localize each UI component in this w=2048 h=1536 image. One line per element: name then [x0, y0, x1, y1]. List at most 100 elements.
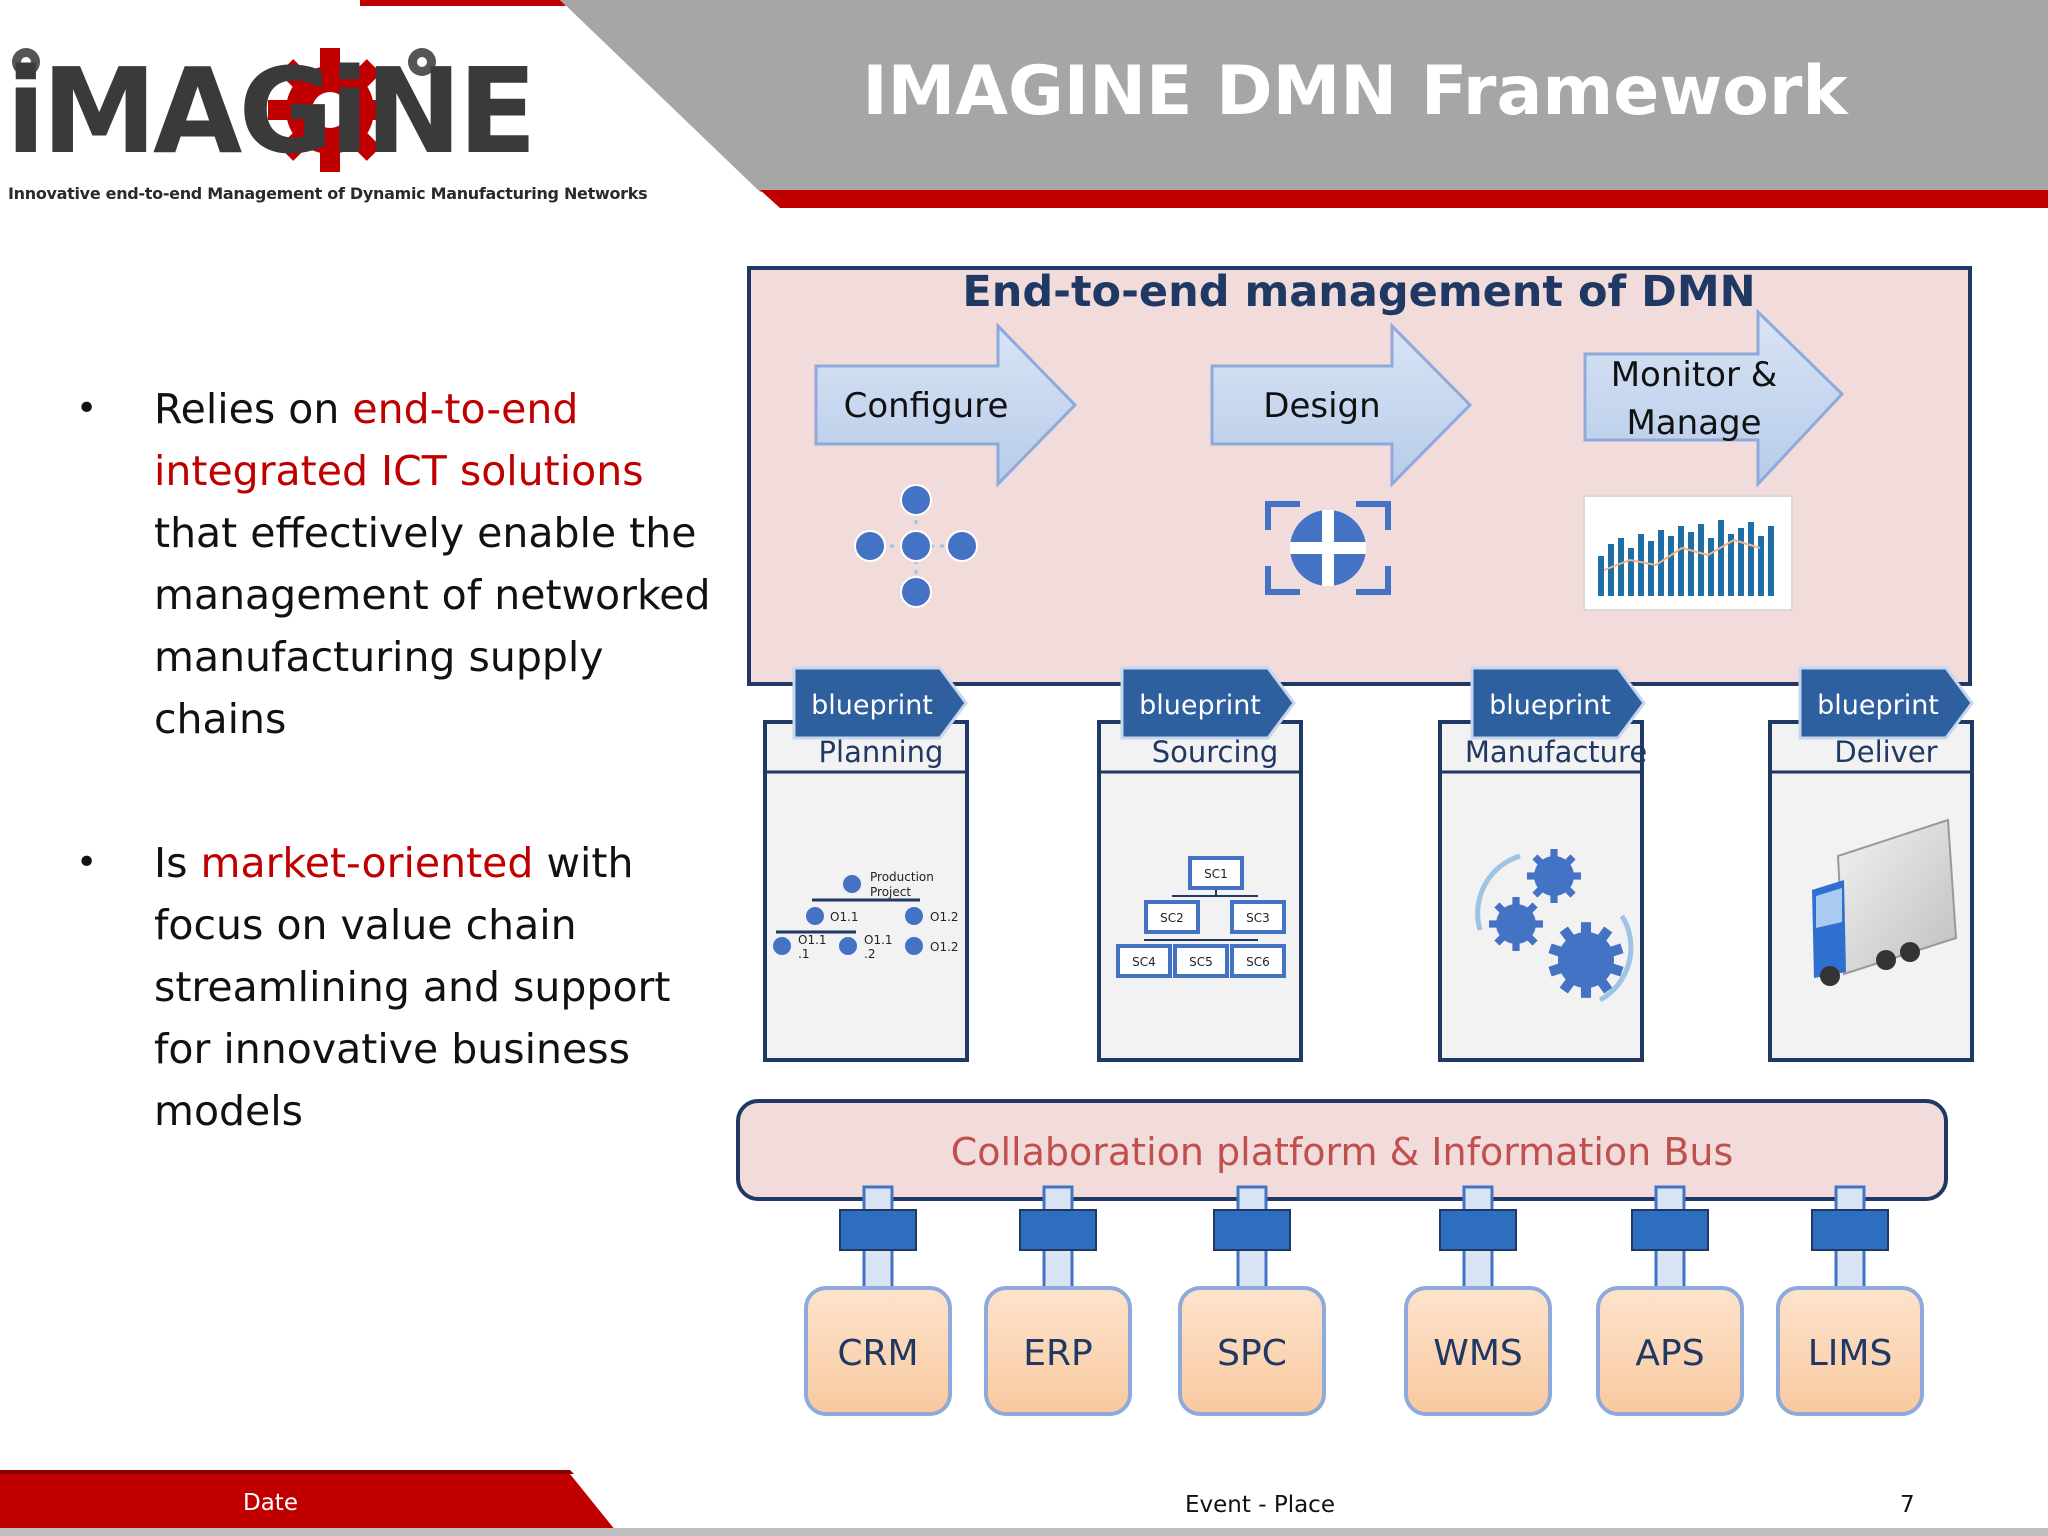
page-number: 7	[1900, 1492, 1915, 1518]
chart-bar	[1648, 541, 1654, 596]
gear-tooth	[1607, 943, 1624, 958]
tree-node-label: Project	[870, 885, 911, 899]
gear-tooth	[1559, 976, 1577, 994]
truck-wheel	[1876, 950, 1896, 970]
connector-block	[1811, 1209, 1889, 1251]
gear-tooth	[1595, 976, 1613, 994]
gear-tooth	[1548, 943, 1565, 958]
footer-date: Date	[243, 1490, 298, 1516]
bullet-2-text-b: with focus on value chain streamlining a…	[154, 839, 671, 1135]
connector-block	[839, 1209, 917, 1251]
tree-box	[1144, 900, 1200, 934]
tree-box	[1230, 900, 1286, 934]
tree-box-label: SC4	[1132, 955, 1156, 969]
blueprint-tag	[1470, 666, 1646, 740]
system-label: SPC	[1217, 1333, 1287, 1374]
gear-tooth	[1595, 926, 1613, 944]
blueprint-tag-label: blueprint	[1817, 690, 1939, 721]
gear-tooth	[1494, 902, 1507, 915]
tree-node	[839, 937, 857, 955]
gear-tooth	[1563, 885, 1576, 898]
phase-monitor-manage: Monitor & Manage	[1583, 308, 1845, 488]
gear-tooth	[1489, 920, 1499, 928]
gear-tooth	[1563, 854, 1576, 867]
tree-box	[1188, 856, 1244, 890]
chart-bar	[1678, 526, 1684, 596]
truck-wheel	[1820, 966, 1840, 986]
gear-tooth	[1571, 872, 1581, 880]
chart-bar	[1728, 534, 1734, 596]
chart-bar	[1628, 548, 1634, 596]
phase-label: Design	[1263, 386, 1380, 426]
tree-node-label: O1.2	[930, 940, 959, 954]
tree-box	[1116, 944, 1172, 978]
blueprint-tag	[1120, 666, 1296, 740]
system-label: APS	[1635, 1333, 1704, 1374]
truck-icon	[1812, 818, 1958, 986]
phase-label: Configure	[844, 386, 1009, 426]
system-box	[1178, 1286, 1326, 1416]
gear-arrow	[1475, 853, 1521, 931]
connector-block	[1631, 1209, 1709, 1251]
chart-bar	[1618, 538, 1624, 596]
connector-block	[1213, 1209, 1291, 1251]
gear-tooth	[1550, 849, 1558, 859]
tree-box-label: SC2	[1160, 911, 1184, 925]
blueprint-tag-label: blueprint	[1139, 690, 1261, 721]
tree-box-label: SC5	[1189, 955, 1213, 969]
gear-tooth	[1494, 933, 1507, 946]
blueprint-title: Deliver	[1834, 735, 1937, 769]
bullet-1-highlight: end-to-end integrated ICT solutions	[154, 385, 644, 495]
gear-arrow	[1598, 914, 1634, 1003]
phase-design: Design	[1210, 322, 1473, 488]
phase-configure: Configure	[814, 322, 1078, 488]
system-aps: APS	[1596, 1185, 1744, 1416]
logo-subtitle: Innovative end-to-end Management of Dyna…	[8, 184, 648, 203]
bullet-1: • Relies on end-to-end integrated ICT so…	[76, 378, 720, 750]
phase-label-line2: Manage	[1626, 403, 1761, 443]
gear-body	[1558, 932, 1614, 988]
blueprint-tag	[792, 666, 968, 740]
system-label: ERP	[1023, 1333, 1092, 1374]
tree-node-label: O1.1	[830, 910, 859, 924]
arrow-shape	[814, 322, 1078, 488]
gear-body	[1534, 856, 1574, 896]
tree-node-label: O1.2	[930, 910, 959, 924]
system-wms: WMS	[1404, 1185, 1552, 1416]
gear-tooth	[1532, 885, 1545, 898]
gear-tooth	[1525, 902, 1538, 915]
chart-bar	[1758, 536, 1764, 596]
tree-node-label: O1.1	[798, 933, 827, 947]
tree-node	[773, 937, 791, 955]
gear-tooth	[1607, 962, 1624, 977]
chart-bar	[1748, 522, 1754, 596]
blueprint-tag-label: blueprint	[811, 690, 933, 721]
tree-node	[806, 907, 824, 925]
bullet-2: • Is market-oriented with focus on value…	[76, 832, 720, 1142]
system-box	[1404, 1286, 1552, 1416]
tree-node	[905, 937, 923, 955]
system-box	[1776, 1286, 1924, 1416]
connector-block	[1019, 1209, 1097, 1251]
gear-tooth	[1548, 962, 1565, 977]
dmn-title: End-to-end management of DMN	[962, 267, 1755, 317]
bullet-1-text-b: that effectively enable the management o…	[154, 509, 711, 743]
gear-tooth	[1532, 854, 1545, 867]
system-erp: ERP	[984, 1185, 1132, 1416]
chart-bar	[1668, 536, 1674, 596]
gear-tooth	[1512, 941, 1520, 951]
truck-wheel	[1900, 942, 1920, 962]
truck-window	[1816, 888, 1842, 928]
blueprint-title: Planning	[819, 735, 944, 769]
gear-tooth	[1580, 983, 1592, 998]
chart-bar	[1638, 534, 1644, 596]
chart-bar	[1608, 544, 1614, 596]
system-lims: LIMS	[1776, 1185, 1924, 1416]
gear-tooth	[1512, 897, 1520, 907]
gear-tooth	[1525, 933, 1538, 946]
blueprint-tag	[1798, 666, 1974, 740]
chart-bar	[1658, 530, 1664, 596]
tree-box-label: SC1	[1204, 867, 1228, 881]
